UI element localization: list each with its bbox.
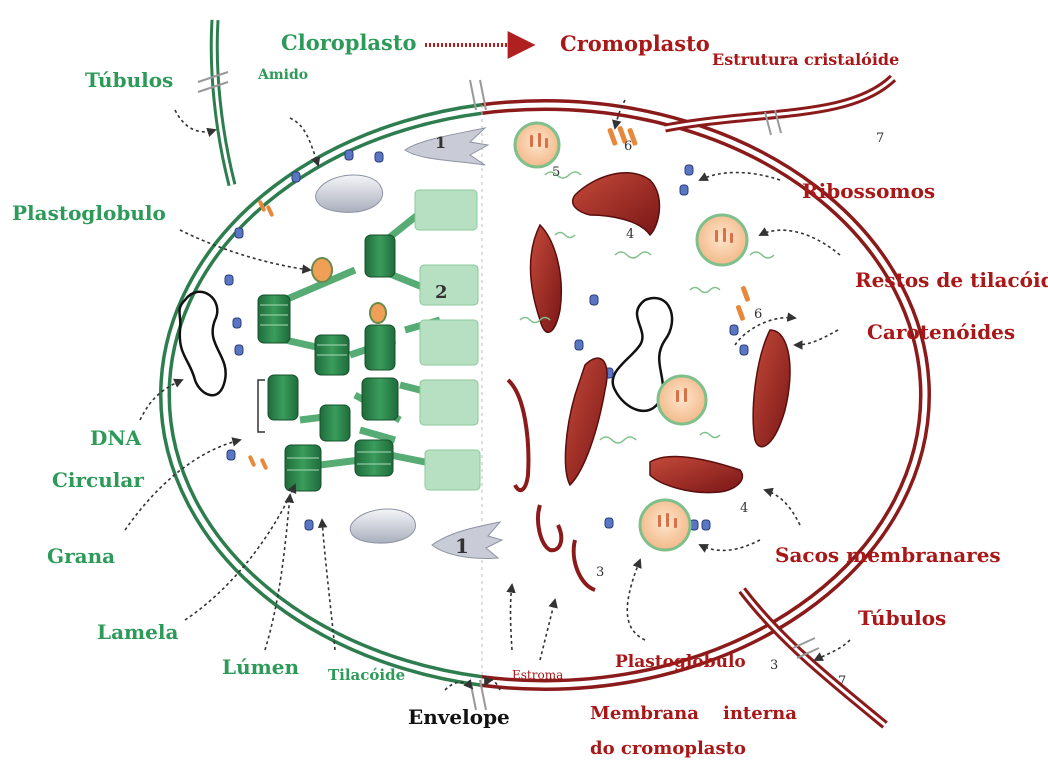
number-4-bottom: 4	[740, 501, 748, 516]
label-tilacoide: Tilacóide	[328, 668, 405, 683]
label-ribossomos: Ribossomos	[802, 181, 935, 201]
pale-thylakoids	[415, 190, 480, 490]
number-2: 2	[435, 282, 448, 303]
number-1-top: 1	[435, 133, 446, 152]
thylakoid-system	[258, 190, 480, 491]
label-lamela: Lamela	[97, 622, 178, 642]
label-restos-tilacoides: Restos de tilacóides	[855, 270, 1048, 290]
number-7-top: 7	[876, 131, 884, 146]
pointer-arrows	[125, 100, 850, 690]
title-chloroplast: Cloroplasto	[281, 32, 417, 53]
number-5: 5	[552, 165, 560, 180]
label-membrana: Membrana	[590, 705, 699, 723]
number-6-top: 6	[624, 139, 632, 154]
tubule-left	[214, 20, 232, 185]
label-estroma: Estroma	[512, 669, 563, 681]
label-membrana-interna: interna	[723, 705, 797, 723]
number-6-right: 6	[754, 307, 762, 322]
label-grana: Grana	[47, 546, 115, 566]
label-plastoglobulo-right: Plastoglobulo	[615, 654, 746, 671]
title-chromoplast: Cromoplasto	[560, 33, 710, 54]
label-sacos-membranares: Sacos membranares	[775, 545, 1001, 565]
number-4-top: 4	[626, 227, 634, 242]
label-tubulos-right: Túbulos	[858, 608, 946, 628]
label-carotenoides: Carotenóides	[867, 322, 1015, 342]
label-envelope: Envelope	[408, 707, 510, 727]
number-3: 3	[596, 565, 604, 580]
label-dna-circular: Circular	[52, 470, 144, 490]
carotenoid-crystals	[531, 173, 790, 493]
label-estrutura-cristaloide: Estrutura cristalóide	[712, 52, 899, 68]
label-dna: DNA	[90, 428, 141, 448]
label-amido: Amido	[258, 68, 308, 82]
number-3b: 3	[770, 658, 778, 673]
label-lumen: Lúmen	[222, 657, 299, 677]
number-1-bottom: 1	[455, 534, 469, 558]
number-7-bottom: 7	[838, 674, 846, 689]
label-do-cromoplasto: do cromoplasto	[590, 740, 746, 758]
tubule-right-top	[665, 78, 893, 128]
label-tubulos-left: Túbulos	[85, 70, 173, 90]
label-plastoglobulo-left: Plastoglobulo	[12, 203, 166, 223]
